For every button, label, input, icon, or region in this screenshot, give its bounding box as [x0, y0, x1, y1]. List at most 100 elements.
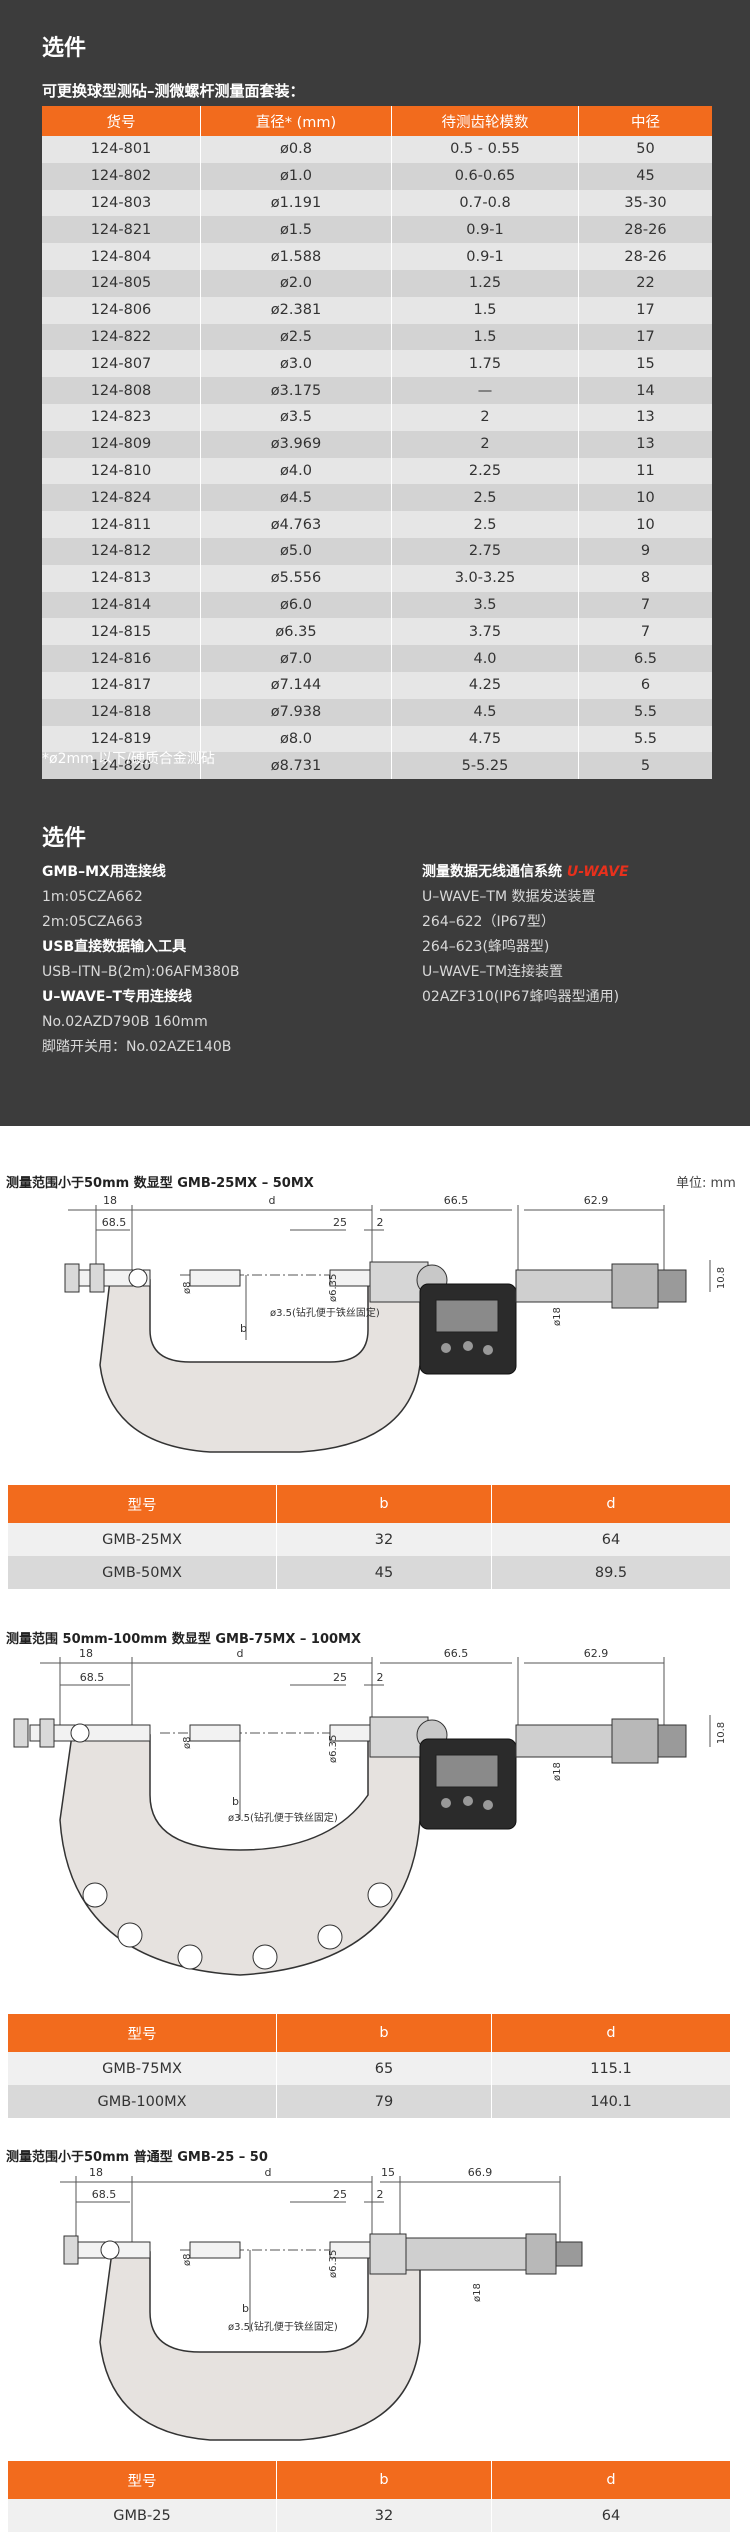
accessory-item: 1m:05CZA662 [42, 889, 143, 905]
cell-pitch-diameter: 9 [578, 537, 712, 565]
cell-gear-module: 0.9-1 [391, 243, 579, 270]
wireless-item: 02AZF310(IP67蜂鸣器型通用) [422, 989, 620, 1005]
col-header-b: b [276, 2014, 492, 2052]
dim-10-8: 10.8 [716, 1267, 727, 1289]
cell-gear-module: 4.25 [391, 671, 579, 699]
cell-pitch-diameter: 5 [578, 752, 712, 780]
hole-note: ø3.5(钻孔便于铁丝固定) [228, 1811, 338, 1824]
cell-pitch-diameter: 17 [578, 323, 712, 351]
cell-diameter: ø5.556 [200, 564, 392, 592]
cell-pitch-diameter: 22 [578, 269, 712, 297]
cell-pitch-diameter: 28-26 [578, 243, 712, 270]
cell-gear-module: 2.75 [391, 537, 579, 565]
cell-gear-module: 1.5 [391, 323, 579, 351]
dim-66-9: 66.9 [468, 2166, 493, 2179]
cell-pitch-diameter: 11 [578, 457, 712, 485]
col-header-model: 型号 [8, 2014, 277, 2052]
cell-pitch-diameter: 13 [578, 430, 712, 458]
cell-diameter: ø0.8 [200, 136, 392, 163]
section-subtitle: 可更换球型测砧–测微螺杆测量面套装： [42, 82, 305, 100]
cell-pitch-diameter: 10 [578, 484, 712, 512]
wireless-item: 264–623(蜂鸣器型) [422, 939, 550, 955]
cell-item-no: 124-803 [42, 189, 201, 217]
cell-gear-module: 3.0-3.25 [391, 564, 579, 592]
dim-68-5: 68.5 [92, 2188, 117, 2201]
col-header-diameter: 直径* (mm) [200, 106, 392, 136]
cell-diameter: ø3.969 [200, 430, 392, 458]
cell-pitch-diameter: 10 [578, 511, 712, 538]
cell-d: 64 [491, 1523, 730, 1556]
cell-item-no: 124-816 [42, 645, 201, 672]
cell-item-no: 124-822 [42, 323, 201, 351]
accessory-item: 脚踏开关用：No.02AZE140B [42, 1039, 232, 1055]
dim-2: 2 [377, 1216, 384, 1229]
uwave-logo: U-WAVE [566, 864, 629, 880]
cell-item-no: 124-815 [42, 618, 201, 646]
cell-item-no: 124-804 [42, 243, 201, 270]
cell-diameter: ø4.763 [200, 511, 392, 538]
cell-b: 65 [276, 2052, 492, 2085]
cell-item-no: 124-806 [42, 296, 201, 324]
cell-model: GMB-100MX [8, 2085, 277, 2118]
cell-diameter: ø7.144 [200, 671, 392, 699]
cell-diameter: ø3.5 [200, 403, 392, 431]
figure-2-drawing: 18 68.5 d 25 2 66.5 62.9 10.8 ø8 ø6.35 ø… [13, 1647, 727, 1976]
cell-gear-module: 2.5 [391, 511, 579, 538]
cell-item-no: 124-817 [42, 671, 201, 699]
cell-item-no: 124-823 [42, 403, 201, 431]
cell-pitch-diameter: 7 [578, 618, 712, 646]
cell-item-no: 124-820 [42, 752, 201, 780]
cell-gear-module: 2.5 [391, 484, 579, 512]
wireless-system-label: 测量数据无线通信系统 [422, 864, 562, 880]
cell-diameter: ø6.0 [200, 591, 392, 619]
cell-b: 45 [276, 1556, 492, 1589]
cell-gear-module: 0.6-0.65 [391, 162, 579, 190]
cell-item-no: 124-812 [42, 537, 201, 565]
accessory-heading: USB直接数据输入工具 [42, 939, 187, 955]
cell-diameter: ø7.938 [200, 698, 392, 726]
figure-2-table: 型号 b d GMB-75MX 65 115.1 GMB-100MX 79 14… [8, 2014, 730, 2118]
table-row: GMB-50MX 45 89.5 [8, 1556, 730, 1589]
cell-pitch-diameter: 17 [578, 296, 712, 324]
dim-phi8: ø8 [182, 1737, 193, 1749]
dim-phi6-35: ø6.35 [328, 1274, 339, 1302]
cell-pitch-diameter: 5.5 [578, 725, 712, 753]
cell-pitch-diameter: 6.5 [578, 645, 712, 672]
cell-item-no: 124-821 [42, 216, 201, 244]
accessory-heading: U–WAVE–T专用连接线 [42, 989, 193, 1005]
cell-diameter: ø1.0 [200, 162, 392, 190]
cell-item-no: 124-818 [42, 698, 201, 726]
dim-15: 15 [381, 2166, 395, 2179]
cell-b: 32 [276, 2499, 492, 2532]
cell-diameter: ø8.0 [200, 725, 392, 753]
dim-b: b [242, 2302, 249, 2315]
accessories-right-list: 测量数据无线通信系统 U-WAVE U–WAVE–TM 数据发送装置 264–6… [422, 860, 629, 1010]
cell-gear-module: 0.9-1 [391, 216, 579, 244]
cell-item-no: 124-810 [42, 457, 201, 485]
cell-item-no: 124-813 [42, 564, 201, 592]
dim-66-5: 66.5 [444, 1647, 469, 1660]
cell-b: 79 [276, 2085, 492, 2118]
cell-gear-module: 2 [391, 430, 579, 458]
cell-item-no: 124-802 [42, 162, 201, 190]
dim-18: 18 [103, 1194, 117, 1207]
col-header-model: 型号 [8, 1485, 277, 1523]
dim-2: 2 [377, 1671, 384, 1684]
cell-diameter: ø3.0 [200, 350, 392, 378]
wireless-item: 264–622（IP67型） [422, 914, 555, 930]
col-header-d: d [491, 1485, 730, 1523]
table-row: GMB-100MX 79 140.1 [8, 2085, 730, 2118]
